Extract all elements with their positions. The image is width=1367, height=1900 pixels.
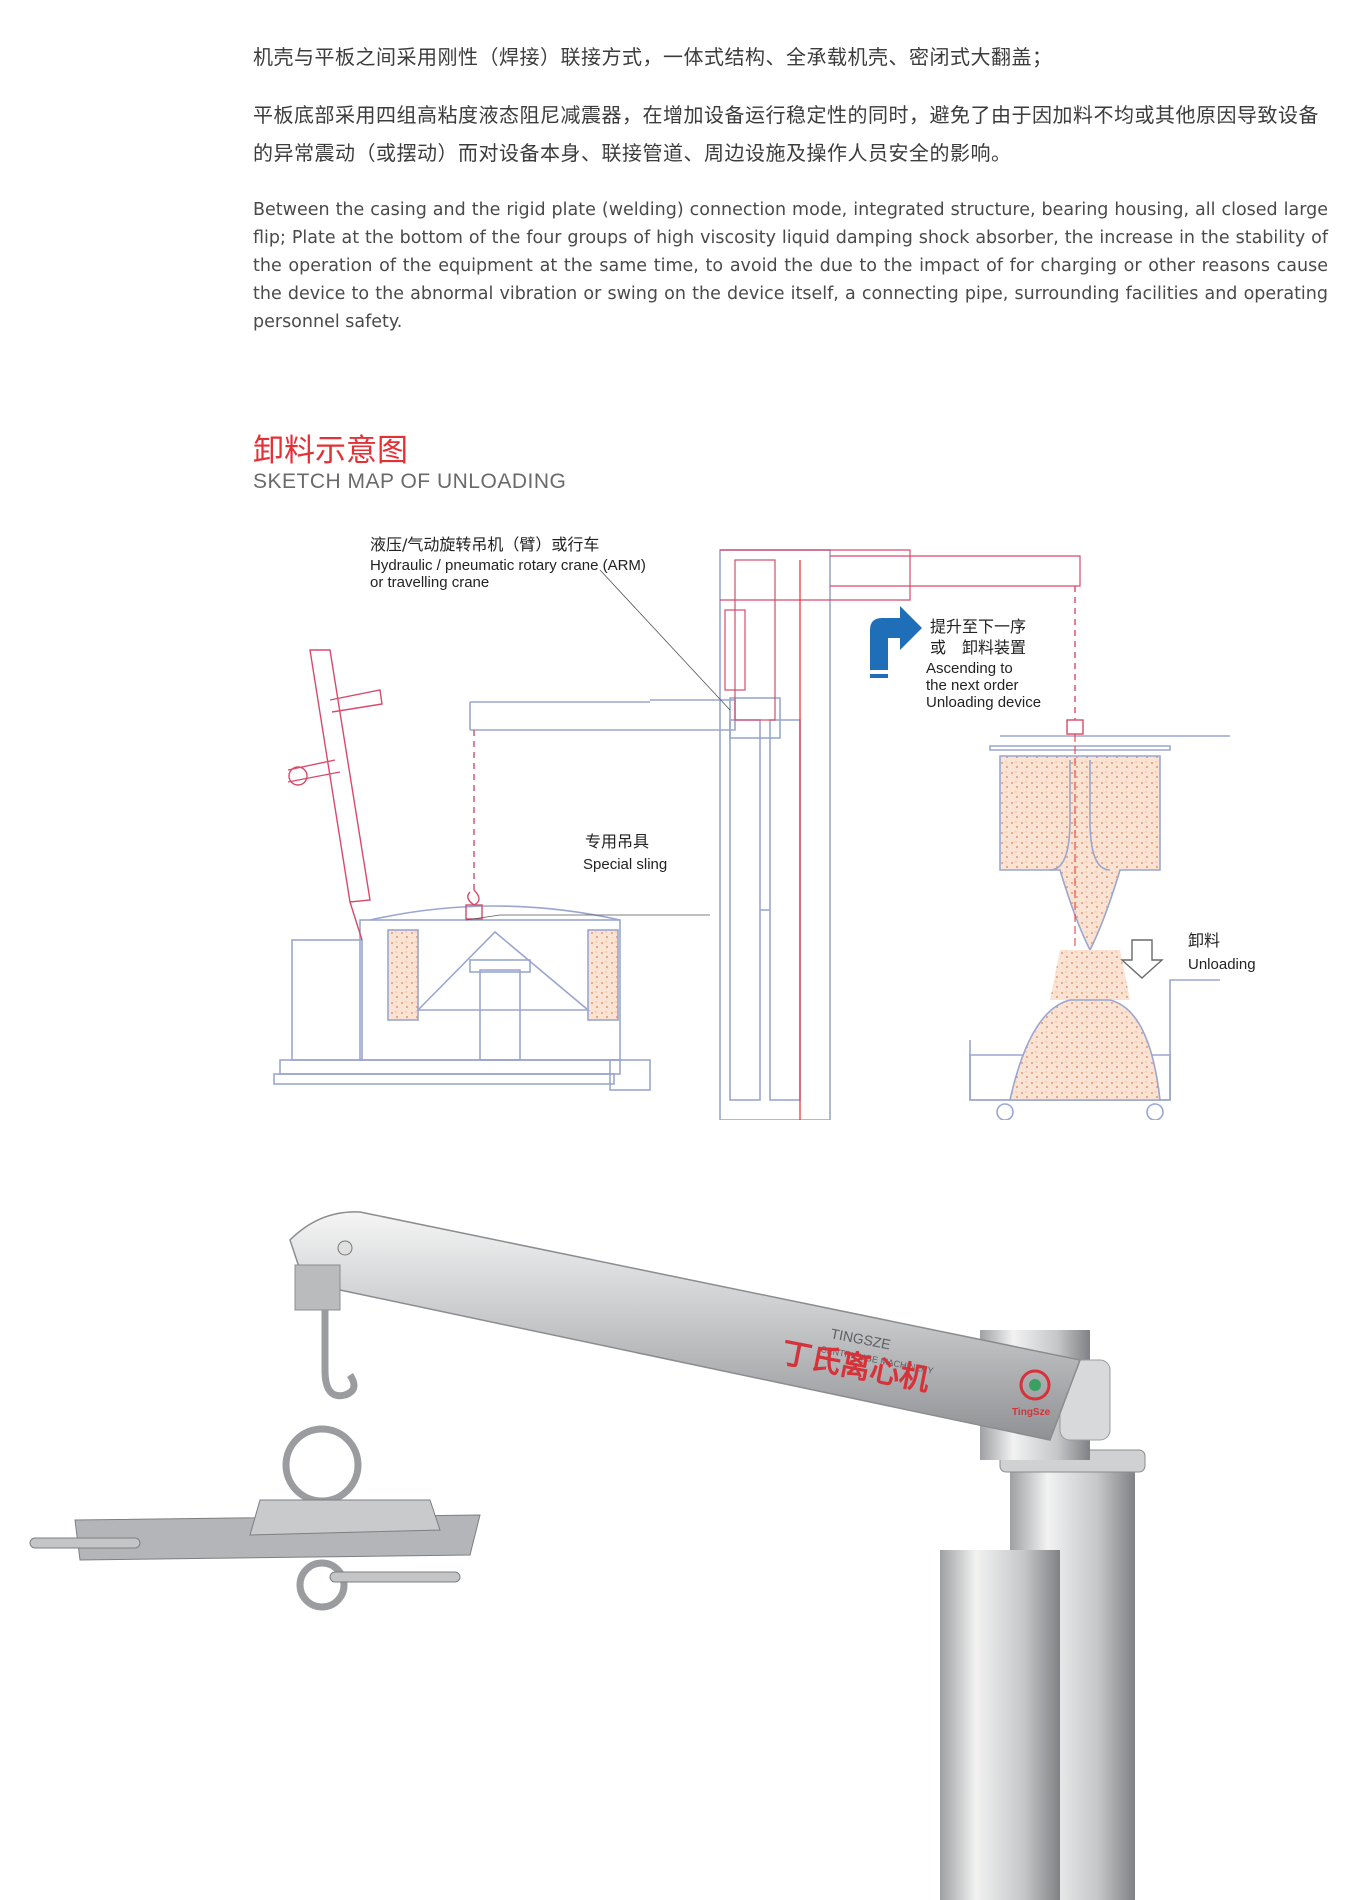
centrifuge-lid	[287, 649, 383, 941]
right-chain	[1066, 586, 1084, 735]
photo-hook-sling	[282, 1310, 362, 1611]
unload-label-zh: 卸料	[1188, 931, 1220, 950]
crane-product-photo: TINGSZE CENTRIFUGE MACHINERY 丁氏离心机 TingS…	[29, 1211, 1146, 1900]
ascend-label-en3: Unloading device	[926, 694, 1041, 711]
leader-lines	[465, 569, 731, 921]
unload-arrow-icon	[1120, 939, 1164, 979]
centrifuge-machine	[273, 905, 651, 1091]
sling-label-zh: 专用吊具	[585, 832, 649, 851]
unload-label-en: Unloading	[1188, 956, 1256, 973]
falling-material	[1050, 950, 1130, 1000]
intro-zh-line2: 平板底部采用四组高粘度液态阻尼减震器，在增加设备运行稳定性的同时，避免了由于因加…	[253, 103, 1319, 165]
section-title: 卸料示意图	[253, 433, 408, 469]
crane-arm-raised	[720, 549, 1081, 721]
ascend-arrow-icon	[870, 606, 922, 670]
intro-en-paragraph: Between the casing and the rigid plate (…	[253, 200, 1328, 332]
ascend-label-zh1: 提升至下一序	[930, 617, 1026, 636]
crane-label-zh: 液压/气动旋转吊机（臂）或行车	[370, 535, 599, 554]
section-subtitle: SKETCH MAP OF UNLOADING	[253, 470, 567, 493]
crane-label-en1: Hydraulic / pneumatic rotary crane (ARM)	[370, 557, 646, 574]
ascend-arrow-base-icon	[870, 674, 888, 678]
intro-zh-line1: 机壳与平板之间采用刚性（焊接）联接方式，一体式结构、全承载机壳、密闭式大翻盖；	[253, 45, 1053, 69]
photo-column-box	[940, 1550, 1060, 1900]
ascend-label-en2: the next order	[926, 677, 1019, 694]
photo-logo-icon	[1019, 1369, 1051, 1401]
sling-label-en: Special sling	[583, 856, 667, 873]
photo-logo-text: TingSze	[1012, 1407, 1051, 1418]
crane-label-en2: or travelling crane	[370, 574, 489, 591]
unloading-sketch-diagram: 液压/气动旋转吊机（臂）或行车 Hydraulic / pneumatic ro…	[273, 535, 1256, 1120]
ascend-label-zh2: 或 卸料装置	[930, 638, 1026, 657]
crane-column	[469, 549, 831, 1120]
basket-hopper	[989, 735, 1171, 952]
ascend-label-en1: Ascending to	[926, 660, 1013, 677]
unloading-cart	[969, 735, 1230, 1120]
photo-arm	[289, 1211, 1082, 1441]
left-chain	[465, 730, 483, 920]
